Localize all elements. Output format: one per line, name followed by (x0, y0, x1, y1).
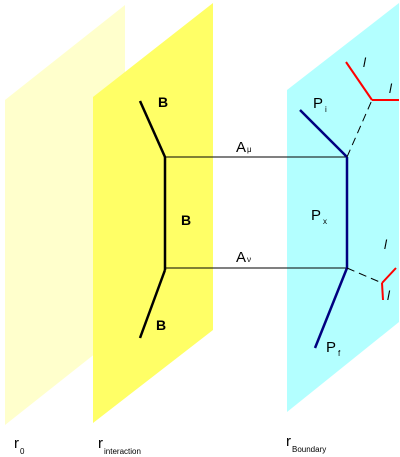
bulk-leg-bottom (138, 269, 167, 339)
bulk-leg-top (138, 100, 167, 158)
propagator-label-top: Aμ (236, 139, 252, 156)
plane-boundary (287, 3, 399, 412)
external-label-l4: l (387, 288, 391, 303)
external-lines (345, 61, 399, 301)
external-label-l1: l (363, 55, 367, 70)
dashed-connector-top (346, 99, 373, 158)
external-bottom-upper-arm (381, 267, 397, 284)
bulk-diagram (138, 100, 167, 339)
plane-label-boundary: rBoundary (286, 433, 326, 454)
dashed-connector-bottom (346, 267, 383, 284)
bulk-label-middle: B (181, 212, 191, 228)
plane-interaction (93, 3, 213, 423)
boundary-leg-bottom (313, 267, 349, 349)
propagator-label-bottom: Aν (236, 249, 251, 266)
boundary-leg-top (299, 109, 348, 158)
bulk-label-bottom: B (156, 317, 166, 333)
boundary-diagram (299, 109, 349, 349)
external-top-left-arm (345, 61, 373, 101)
external-label-l2: l (389, 81, 393, 96)
dashed-connectors (346, 99, 383, 284)
bulk-label-top: B (158, 94, 168, 110)
propagators (165, 156, 347, 269)
plane-label-r0: r0 (14, 435, 25, 456)
plane-label-interaction: rinteraction (98, 435, 141, 456)
external-bottom-lower-arm (381, 282, 384, 301)
external-label-l3: l (384, 237, 388, 252)
